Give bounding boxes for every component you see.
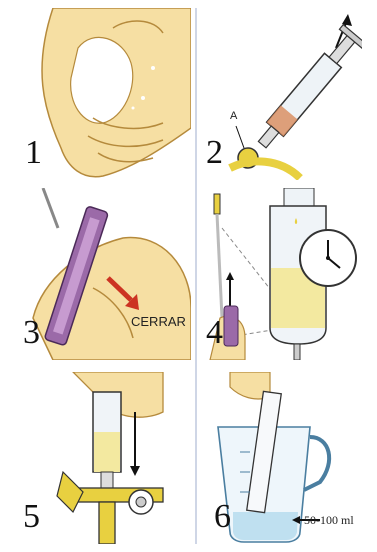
step-number: 1 bbox=[25, 136, 42, 170]
volume-label: 50-100 ml bbox=[304, 513, 354, 528]
step-number: 2 bbox=[206, 136, 223, 170]
syringe-illustration bbox=[200, 8, 362, 180]
step-6-panel: 50-100 ml 6 bbox=[200, 372, 362, 544]
step-number: 6 bbox=[214, 500, 231, 534]
step-2-panel: A 2 bbox=[200, 8, 362, 180]
vertical-divider bbox=[195, 8, 197, 544]
step-1-panel: 1 bbox=[13, 8, 191, 180]
step-number: 4 bbox=[206, 316, 223, 350]
marker-a-label: A bbox=[230, 110, 237, 122]
cerrar-label: CERRAR bbox=[131, 314, 186, 329]
drip-and-clock-illustration bbox=[200, 188, 362, 360]
step-number: 5 bbox=[23, 500, 40, 534]
step-3-panel: CERRAR 3 bbox=[13, 188, 191, 360]
step-5-panel: 5 bbox=[13, 372, 191, 544]
step-number: 3 bbox=[23, 316, 40, 350]
step-4-panel: 4 bbox=[200, 188, 362, 360]
